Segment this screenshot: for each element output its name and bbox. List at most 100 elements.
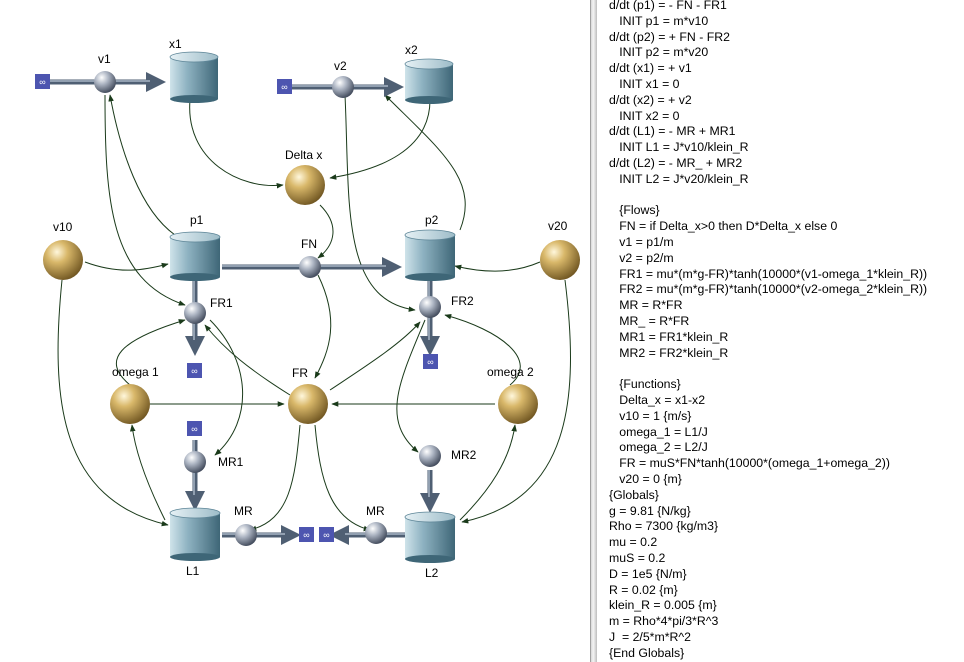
stock-p2[interactable] xyxy=(404,229,456,281)
equation-line: FR2 = mu*(m*g-FR)*tanh(10000*(v2-omega_2… xyxy=(609,282,928,297)
equation-line: v1 = p1/m xyxy=(609,235,674,249)
equation-line: MR2 = FR2*klein_R xyxy=(609,345,729,360)
valve-v2[interactable] xyxy=(332,76,354,98)
cloud-source-v2[interactable]: ∞ xyxy=(277,79,292,94)
equation-line: MR_ = R*FR xyxy=(609,314,690,328)
equation-line: v20 = 0 {m} xyxy=(609,472,682,486)
label-x1: x1 xyxy=(169,37,182,51)
equation-line: INIT p2 = m*v20 xyxy=(609,45,709,60)
cloud-sink-fr2[interactable]: ∞ xyxy=(423,354,438,369)
equation-line: d/dt (x1) = + v1 xyxy=(609,61,692,76)
equation-line: d/dt (L2) = - MR_ + MR2 xyxy=(609,156,743,170)
cloud-sink-fr1[interactable]: ∞ xyxy=(187,363,202,378)
equation-line: v10 = 1 {m/s} xyxy=(609,408,692,423)
label-fr2: FR2 xyxy=(451,294,474,308)
equation-line: FR = muS*FN*tanh(10000*(omega_1+omega_2)… xyxy=(609,456,890,471)
stock-l2[interactable] xyxy=(404,511,456,563)
equation-line: {Functions} xyxy=(609,377,681,392)
valve-fr2[interactable] xyxy=(419,296,441,318)
label-l2: L2 xyxy=(425,566,439,580)
svg-text:∞: ∞ xyxy=(281,82,287,92)
valve-fn[interactable] xyxy=(299,256,321,278)
aux-fr[interactable] xyxy=(288,384,328,424)
equation-line: FN = if Delta_x>0 then D*Delta_x else 0 xyxy=(609,219,838,234)
equation-line: FR1 = mu*(m*g-FR)*tanh(10000*(v1-omega_1… xyxy=(609,266,928,281)
equation-line: INIT p1 = m*v10 xyxy=(609,13,709,28)
svg-text:∞: ∞ xyxy=(191,424,197,434)
label-p1: p1 xyxy=(190,213,204,227)
label-delta-x: Delta x xyxy=(285,148,322,162)
svg-text:∞: ∞ xyxy=(39,77,45,87)
equation-line: J = 2/5*m*R^2 xyxy=(609,630,691,644)
label-v10: v10 xyxy=(53,220,73,234)
equation-line: INIT L1 = J*v10/klein_R xyxy=(609,140,749,155)
label-omega-1: omega 1 xyxy=(112,365,159,379)
aux-delta-x[interactable] xyxy=(285,165,325,205)
equation-line: {Flows} xyxy=(609,203,660,218)
valve-mr-left[interactable] xyxy=(235,524,257,546)
cloud-source-mr1[interactable]: ∞ xyxy=(187,421,202,436)
valve-v1[interactable] xyxy=(94,71,116,93)
stock-flow-diagram: ∞ ∞ ∞ ∞ ∞ ∞ ∞ xyxy=(35,37,580,580)
svg-text:∞: ∞ xyxy=(303,530,309,540)
stock-l1[interactable] xyxy=(169,507,221,561)
aux-v20[interactable] xyxy=(540,240,580,280)
equation-line: muS = 0.2 xyxy=(609,551,666,565)
equation-line: v2 = p2/m xyxy=(609,250,674,265)
valve-mr2[interactable] xyxy=(419,445,441,467)
equation-line: d/dt (p2) = + FN - FR2 xyxy=(609,29,730,44)
equation-line: mu = 0.2 xyxy=(609,535,658,550)
valve-fr1[interactable] xyxy=(184,302,206,324)
equation-line: {Globals} xyxy=(609,487,659,502)
equation-line: D = 1e5 {N/m} xyxy=(609,566,687,581)
valve-mr1[interactable] xyxy=(184,451,206,473)
label-mr2: MR2 xyxy=(451,448,477,462)
stock-x2[interactable] xyxy=(404,58,454,104)
equation-line: omega_1 = L1/J xyxy=(609,424,708,439)
cloud-sink-mr-left[interactable]: ∞ xyxy=(299,527,314,542)
equation-line: {End Globals} xyxy=(609,645,685,660)
stock-x1[interactable] xyxy=(169,51,219,103)
label-v1: v1 xyxy=(98,52,111,66)
equation-line: MR = R*FR xyxy=(609,298,683,313)
equation-line: Rho = 7300 {kg/m3} xyxy=(609,519,719,534)
equation-line: INIT x1 = 0 xyxy=(609,77,680,91)
equation-line: omega_2 = L2/J xyxy=(609,440,708,455)
svg-text:∞: ∞ xyxy=(191,366,197,376)
label-x2: x2 xyxy=(405,43,418,57)
equation-line: m = Rho*4*pi/3*R^3 xyxy=(609,614,719,629)
label-fr1: FR1 xyxy=(210,296,233,310)
label-v2: v2 xyxy=(334,59,347,73)
equation-line: MR1 = FR1*klein_R xyxy=(609,329,729,344)
label-mr-right: MR xyxy=(366,504,385,518)
equation-line: d/dt (p1) = - FN - FR1 xyxy=(609,0,727,12)
label-v20: v20 xyxy=(548,219,568,233)
label-fn: FN xyxy=(301,237,317,251)
aux-v10[interactable] xyxy=(43,240,83,280)
equation-line: d/dt (x2) = + v2 xyxy=(609,92,692,107)
equation-line: R = 0.02 {m} xyxy=(609,582,678,597)
label-omega-2: omega 2 xyxy=(487,365,534,379)
equation-line: INIT L2 = J*v20/klein_R xyxy=(609,171,749,186)
aux-omega-2[interactable] xyxy=(498,384,538,424)
label-p2: p2 xyxy=(425,213,439,227)
equation-line: d/dt (L1) = - MR + MR1 xyxy=(609,124,736,139)
cloud-sink-mr-right[interactable]: ∞ xyxy=(319,527,334,542)
aux-omega-1[interactable] xyxy=(110,384,150,424)
svg-text:∞: ∞ xyxy=(323,530,329,540)
equation-line: Delta_x = x1-x2 xyxy=(609,393,706,407)
label-mr-left: MR xyxy=(234,504,253,518)
equation-line: INIT x2 = 0 xyxy=(609,108,680,123)
label-fr: FR xyxy=(292,366,308,380)
equation-line: g = 9.81 {N/kg} xyxy=(609,503,691,518)
equation-line: klein_R = 0.005 {m} xyxy=(609,598,717,613)
cloud-source-v1[interactable]: ∞ xyxy=(35,74,50,89)
stock-p1[interactable] xyxy=(169,231,221,281)
pane-splitter[interactable] xyxy=(590,0,597,662)
label-mr1: MR1 xyxy=(218,455,244,469)
info-links xyxy=(57,94,571,532)
valve-mr-right[interactable] xyxy=(365,522,387,544)
svg-text:∞: ∞ xyxy=(427,357,433,367)
label-l1: L1 xyxy=(186,564,200,578)
